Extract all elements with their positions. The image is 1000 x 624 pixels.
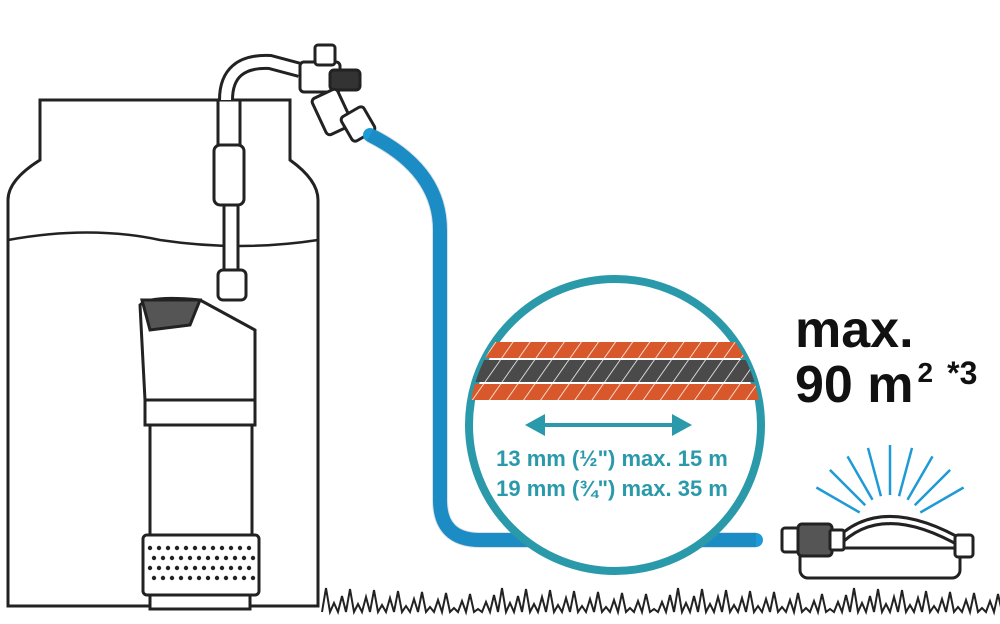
strainer-hole xyxy=(246,565,252,571)
strainer-hole xyxy=(196,575,202,581)
pump-strainer-holes xyxy=(147,545,256,581)
strainer-hole xyxy=(165,565,171,571)
strainer-hole xyxy=(174,565,180,571)
hose-spec-13mm: 13 mm (½") max. 15 m xyxy=(496,446,728,471)
garden-hose xyxy=(363,128,763,547)
strainer-hole xyxy=(219,545,225,551)
strainer-hole xyxy=(196,555,202,561)
strainer-hole xyxy=(192,565,198,571)
strainer-hole xyxy=(210,545,216,551)
strainer-hole xyxy=(178,555,184,561)
strainer-hole xyxy=(151,575,157,581)
strainer-hole xyxy=(192,545,198,551)
strainer-hole xyxy=(232,575,238,581)
strainer-hole xyxy=(174,545,180,551)
spray-line xyxy=(919,486,965,514)
strainer-hole xyxy=(241,555,247,561)
strainer-hole xyxy=(223,555,229,561)
strainer-hole xyxy=(187,555,193,561)
strainer-hole xyxy=(183,545,189,551)
water-spray xyxy=(815,445,965,514)
spray-line xyxy=(866,447,883,497)
strainer-hole xyxy=(250,555,256,561)
strainer-hole xyxy=(223,575,229,581)
strainer-hole xyxy=(210,565,216,571)
strainer-hole xyxy=(246,545,252,551)
spray-line xyxy=(906,455,934,501)
strainer-hole xyxy=(250,575,256,581)
spray-line xyxy=(815,486,861,514)
strainer-hole xyxy=(156,565,162,571)
strainer-hole xyxy=(187,575,193,581)
strainer-hole xyxy=(241,575,247,581)
submersible-pump xyxy=(138,296,261,611)
strainer-hole xyxy=(237,545,243,551)
strainer-hole xyxy=(205,555,211,561)
strainer-hole xyxy=(214,575,220,581)
hose-cross-section xyxy=(469,342,761,400)
rain-barrel xyxy=(6,98,320,608)
coverage-max-label: max. xyxy=(795,301,914,359)
strainer-hole xyxy=(201,565,207,571)
strainer-hole xyxy=(160,575,166,581)
valve-connector xyxy=(298,43,377,143)
spray-line xyxy=(897,447,914,497)
spray-line xyxy=(913,469,951,507)
strainer-hole xyxy=(201,545,207,551)
strainer-hole xyxy=(169,555,175,561)
coverage-footnote: *3 xyxy=(947,355,977,391)
water-level xyxy=(7,231,319,248)
oscillating-sprinkler xyxy=(780,515,975,580)
length-arrow-icon xyxy=(525,414,692,436)
strainer-hole xyxy=(165,545,171,551)
strainer-hole xyxy=(147,565,153,571)
strainer-hole xyxy=(232,555,238,561)
strainer-hole xyxy=(169,575,175,581)
strainer-hole xyxy=(205,575,211,581)
strainer-hole xyxy=(156,545,162,551)
strainer-hole xyxy=(228,565,234,571)
strainer-hole xyxy=(237,565,243,571)
riser-pipe xyxy=(212,53,303,302)
grass xyxy=(321,587,1000,616)
coverage-area-value: 90 m xyxy=(795,356,914,414)
hose-spec-19mm: 19 mm (¾") max. 35 m xyxy=(496,476,728,501)
strainer-hole xyxy=(183,565,189,571)
spray-line xyxy=(829,469,867,507)
strainer-hole xyxy=(151,555,157,561)
coverage-area-unit-superscript: 2 xyxy=(918,357,934,388)
strainer-hole xyxy=(147,545,153,551)
strainer-hole xyxy=(160,555,166,561)
strainer-hole xyxy=(178,575,184,581)
spray-line xyxy=(846,455,874,501)
strainer-hole xyxy=(219,565,225,571)
strainer-hole xyxy=(214,555,220,561)
strainer-hole xyxy=(228,545,234,551)
